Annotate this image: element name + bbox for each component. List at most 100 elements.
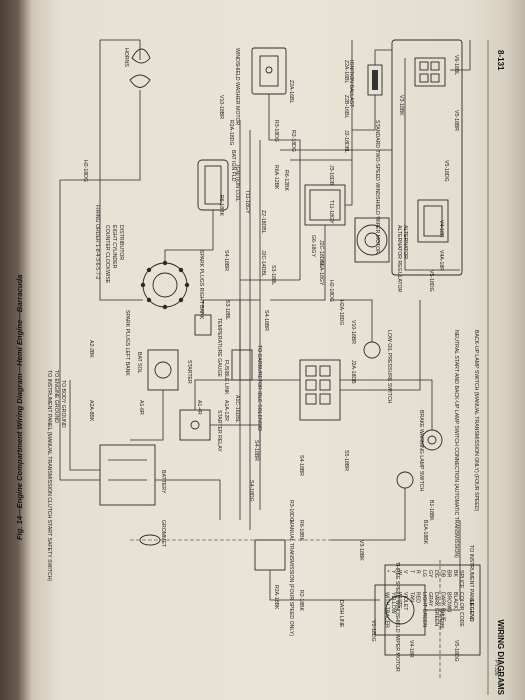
label-plugs-right: SPARK PLUGS RIGHT BANK xyxy=(198,250,204,320)
wire-label: R6A-12BK xyxy=(273,165,279,190)
grommet-dash: GROMMET DASH LINE xyxy=(130,520,344,628)
page-number: 8-131 xyxy=(496,50,505,71)
legend-cell: LIGHT GREEN xyxy=(421,592,427,627)
wire-label: V4-18R xyxy=(438,220,444,238)
wire-label: Z2A-16BL xyxy=(288,80,294,103)
standard-wiper-motor: STANDARD TWO-SPEED WINDSHIELD WIPER MOTO… xyxy=(374,39,471,276)
wire-label: A1A-12R xyxy=(223,400,229,421)
label-wiper-std: STANDARD TWO-SPEED WINDSHIELD WIPER MOTO… xyxy=(374,120,380,254)
to-instrument-panel: TO INSTRUMENT PANEL xyxy=(439,520,474,680)
wire-label: R2-18DG xyxy=(290,130,296,152)
carburetor-solenoid: TO CARBURETOR IDLE SOLENOID FUSIBLE LINK xyxy=(223,345,262,431)
legend-cell: Y xyxy=(390,570,396,574)
legend-header-cell: COLOR CODE xyxy=(458,592,464,627)
manual-trans: MANUAL TRANSMISSION (FOUR SPEED ONLY) xyxy=(254,520,380,636)
wire-label: H2-18DG xyxy=(82,160,88,182)
wire-label: V10-18BR xyxy=(350,320,356,344)
legend-cell: * xyxy=(384,570,390,572)
legend-cell: TAN xyxy=(408,592,414,602)
caption-text: Fig. 14—Engine Compartment Wiring Diagra… xyxy=(15,275,24,540)
label-engine-gnd: TO ENGINE GROUND xyxy=(53,370,59,423)
legend-cell: DB xyxy=(439,570,445,578)
label-inst-panel: TO INSTRUMENT PANEL (MANUAL TRANSMISSION… xyxy=(46,370,52,582)
ignition-coil: IGNITION COIL BAT IGN FLD xyxy=(164,150,240,263)
wire-label: V6-18BL xyxy=(453,55,459,75)
harness-bundle xyxy=(59,120,392,530)
legend-cell: T xyxy=(408,570,414,574)
wire-label: R2A-18DG xyxy=(228,120,234,145)
label-regulator: ALTERNATOR REGULATOR xyxy=(396,225,402,293)
wire-label: S4-18DG xyxy=(248,480,254,502)
wire-label: V5-18BR xyxy=(453,110,459,131)
wire-label: A1-6R xyxy=(138,400,144,415)
battery: BATTERY xyxy=(69,380,221,520)
label-manual-trans: MANUAL TRANSMISSION (FOUR SPEED ONLY) xyxy=(288,520,294,636)
wire-label: S4-18BR xyxy=(263,310,269,331)
legend-cell: V xyxy=(402,570,408,574)
legend-header-cell: SPLICE xyxy=(458,570,464,589)
label-alternator: ALTERNATOR xyxy=(402,225,408,259)
wire-label: V5-18DG xyxy=(443,160,449,182)
wire-label: R3-18DG xyxy=(273,120,279,142)
label-body-gnd: TO BODY GROUND xyxy=(60,380,66,428)
grounds: TO BODY GROUND TO ENGINE GROUND TO INSTR… xyxy=(46,370,66,582)
legend-cell: BK xyxy=(452,570,458,577)
label-eight-cyl: EIGHT CYLINDER xyxy=(111,225,117,269)
wire-label: V6-18BL xyxy=(438,610,444,630)
wire-label: R2A-18BK xyxy=(273,585,279,610)
label-horns: HORNS xyxy=(123,48,129,67)
wire-label: T11-18GY xyxy=(244,190,250,214)
wire-label: Z2-18DBL xyxy=(260,210,266,234)
wire-label: J3-16DB xyxy=(328,165,334,186)
wire-label: A2-2BK xyxy=(88,340,94,358)
label-to-inst2: TO INSTRUMENT PANEL xyxy=(468,545,474,606)
alternator: ALTERNATOR ALTERNATOR REGULATOR xyxy=(354,217,408,293)
label-dash: DASH LINE xyxy=(338,600,344,628)
label-bat-sol: BAT SOL xyxy=(136,352,142,374)
wire-label: H2-18DG xyxy=(328,280,334,302)
wire-label: R2-18BK xyxy=(298,590,304,612)
starter: BAT SOL STARTER xyxy=(130,349,192,441)
backup-switch: BACK-UP LAMP SWITCH (MANUAL TRANSMISSION… xyxy=(340,330,479,558)
label-neutral: NEUTRAL START AND BACK-UP LAMP SWITCH CO… xyxy=(453,330,459,558)
wire-label: V3-18BK xyxy=(398,95,404,116)
legend-cell: WHITE xyxy=(396,592,402,609)
wire-label: V1-18DG xyxy=(370,620,376,642)
wire-label: R6-12BK xyxy=(283,170,289,192)
label-carb: TO CARBURETOR IDLE SOLENOID xyxy=(256,345,262,431)
label-backup: BACK-UP LAMP SWITCH (MANUAL TRANSMISSION… xyxy=(473,330,479,512)
legend-cell: RED xyxy=(415,592,421,603)
wire-label: J2C-18DBL xyxy=(318,240,324,267)
page-header: WIRING DIAGRAMS xyxy=(496,619,505,695)
label-starter-relay: STARTER RELAY xyxy=(216,410,222,452)
legend-cell: YELLOW xyxy=(390,592,396,614)
horns: HORNS xyxy=(60,39,151,181)
wire-label: V10-18BR xyxy=(218,95,224,119)
wire-label: S5-18BR xyxy=(343,450,349,471)
wire-label: A1-4R xyxy=(196,400,202,415)
wire-label: R6-18BK xyxy=(298,520,304,542)
wire-label: Z2B-16BL xyxy=(343,95,349,118)
label-plugs-left: SPARK PLUGS LEFT BANK xyxy=(124,310,130,376)
label-firing: FIRING ORDER 1-8-4-3-6-5-7-2 xyxy=(94,205,100,279)
wire-label: S3-18BL xyxy=(270,265,276,285)
legend-cell: W xyxy=(396,570,402,575)
label-low-oil: LOW OIL PRESSURE SWITCH xyxy=(386,330,392,404)
label-washer: WINDSHIELD WASHER MOTOR xyxy=(234,48,240,125)
legend-cell: WITH TRACER xyxy=(384,592,390,628)
legend-cell: GY xyxy=(427,570,433,578)
figure-id: PY336 xyxy=(493,660,499,676)
legend-cell: GRAY xyxy=(427,592,433,607)
wire-labels: V6-18BLV5-18BRV5-18DGV3-18BKV4-18RV4A-18… xyxy=(82,55,459,662)
three-speed-wiper: THREE SPEED WINDSHIELD WIPER MOTOR xyxy=(374,562,460,672)
legend-cell: DG xyxy=(433,570,439,578)
legend-cell: DARK GREEN xyxy=(433,592,439,627)
ignition-ballast: IGNITION BALLAST xyxy=(348,40,392,131)
temperature-sender: TEMPERATURE GAUGE xyxy=(194,299,260,378)
wire-label: S4-18BR xyxy=(253,440,259,461)
legend-cell: BR xyxy=(446,570,452,577)
wire-label: J2A-18DB xyxy=(350,360,356,384)
